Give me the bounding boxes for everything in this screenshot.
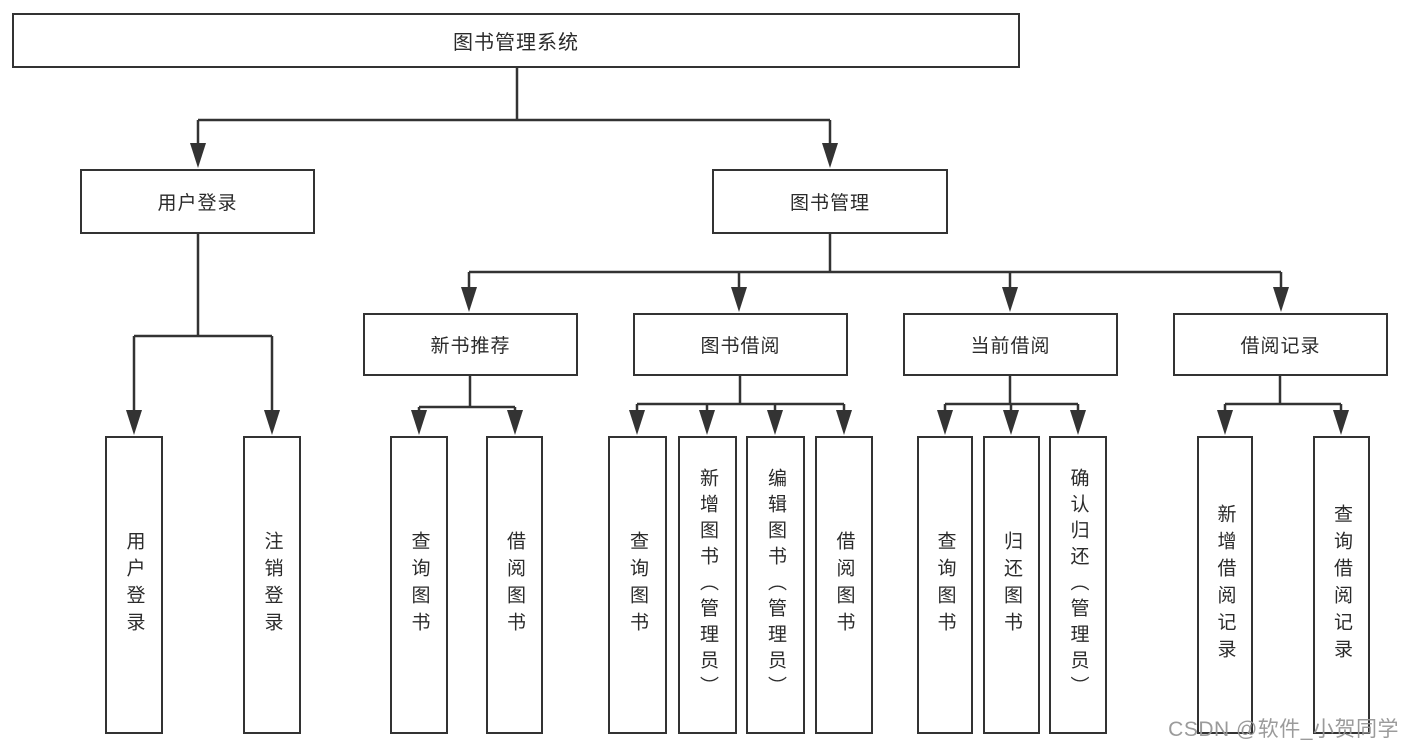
leaf-label: 查询借阅记录: [1331, 504, 1352, 666]
leaf-label: 借阅图书: [504, 531, 525, 639]
leaf-records-add-record: 新增借阅记录: [1197, 436, 1253, 734]
node-label: 图书管理: [789, 193, 870, 214]
arrowhead: [767, 410, 783, 435]
node-label: 图书借阅: [700, 336, 781, 357]
leaf-borrow-borrow-book: 借阅图书: [815, 436, 873, 734]
leaf-borrow-edit-book-admin: 编辑图书（管理员）: [746, 436, 805, 734]
arrowhead: [1002, 287, 1018, 312]
node-user-login: 用户登录: [80, 169, 315, 234]
node-borrow-records: 借阅记录: [1173, 313, 1388, 376]
node-root-library-system: 图书管理系统: [12, 13, 1020, 68]
leaf-logout: 注销登录: [243, 436, 301, 734]
node-label: 新书推荐: [430, 336, 511, 357]
leaf-label: 查询图书: [627, 531, 648, 639]
arrowhead: [126, 410, 142, 435]
arrowhead: [461, 287, 477, 312]
arrowhead: [411, 410, 427, 435]
leaf-label: 用户登录: [123, 531, 145, 639]
node-book-management: 图书管理: [712, 169, 948, 234]
leaf-borrow-add-book-admin: 新增图书（管理员）: [678, 436, 737, 734]
node-label: 图书管理系统: [453, 32, 579, 54]
leaf-newbook-borrow-book: 借阅图书: [486, 436, 543, 734]
leaf-label: 新增图书（管理员）: [697, 468, 718, 702]
node-label: 借阅记录: [1240, 336, 1321, 357]
leaf-borrow-query-book: 查询图书: [608, 436, 667, 734]
leaf-current-query-book: 查询图书: [917, 436, 973, 734]
arrowhead: [629, 410, 645, 435]
leaf-label: 归还图书: [1001, 531, 1022, 639]
leaf-label: 编辑图书（管理员）: [765, 468, 786, 702]
arrowhead: [836, 410, 852, 435]
leaf-label: 新增借阅记录: [1214, 504, 1236, 666]
leaf-newbook-query-book: 查询图书: [390, 436, 448, 734]
arrowhead: [1273, 287, 1289, 312]
arrowhead: [1333, 410, 1349, 435]
arrowhead: [507, 410, 523, 435]
node-current-borrow: 当前借阅: [903, 313, 1118, 376]
arrowhead: [1217, 410, 1233, 435]
leaf-user-login: 用户登录: [105, 436, 163, 734]
arrowhead: [190, 143, 206, 168]
arrowhead: [699, 410, 715, 435]
leaf-label: 确认归还（管理员）: [1067, 468, 1089, 702]
arrowhead: [822, 143, 838, 168]
arrowhead: [731, 287, 747, 312]
node-book-borrow: 图书借阅: [633, 313, 848, 376]
leaf-records-query-record: 查询借阅记录: [1313, 436, 1370, 734]
leaf-label: 查询图书: [934, 531, 956, 639]
leaf-current-return-book: 归还图书: [983, 436, 1040, 734]
node-label: 当前借阅: [970, 336, 1051, 357]
node-new-book-recommend: 新书推荐: [363, 313, 578, 376]
arrowhead: [264, 410, 280, 435]
leaf-label: 注销登录: [261, 531, 283, 639]
node-label: 用户登录: [157, 193, 238, 214]
leaf-label: 借阅图书: [833, 531, 855, 639]
arrowhead: [1003, 410, 1019, 435]
arrowhead: [937, 410, 953, 435]
leaf-label: 查询图书: [408, 531, 430, 639]
leaf-current-confirm-return-admin: 确认归还（管理员）: [1049, 436, 1107, 734]
csdn-watermark: CSDN @软件_小贺同学: [1168, 718, 1399, 741]
arrowhead: [1070, 410, 1086, 435]
